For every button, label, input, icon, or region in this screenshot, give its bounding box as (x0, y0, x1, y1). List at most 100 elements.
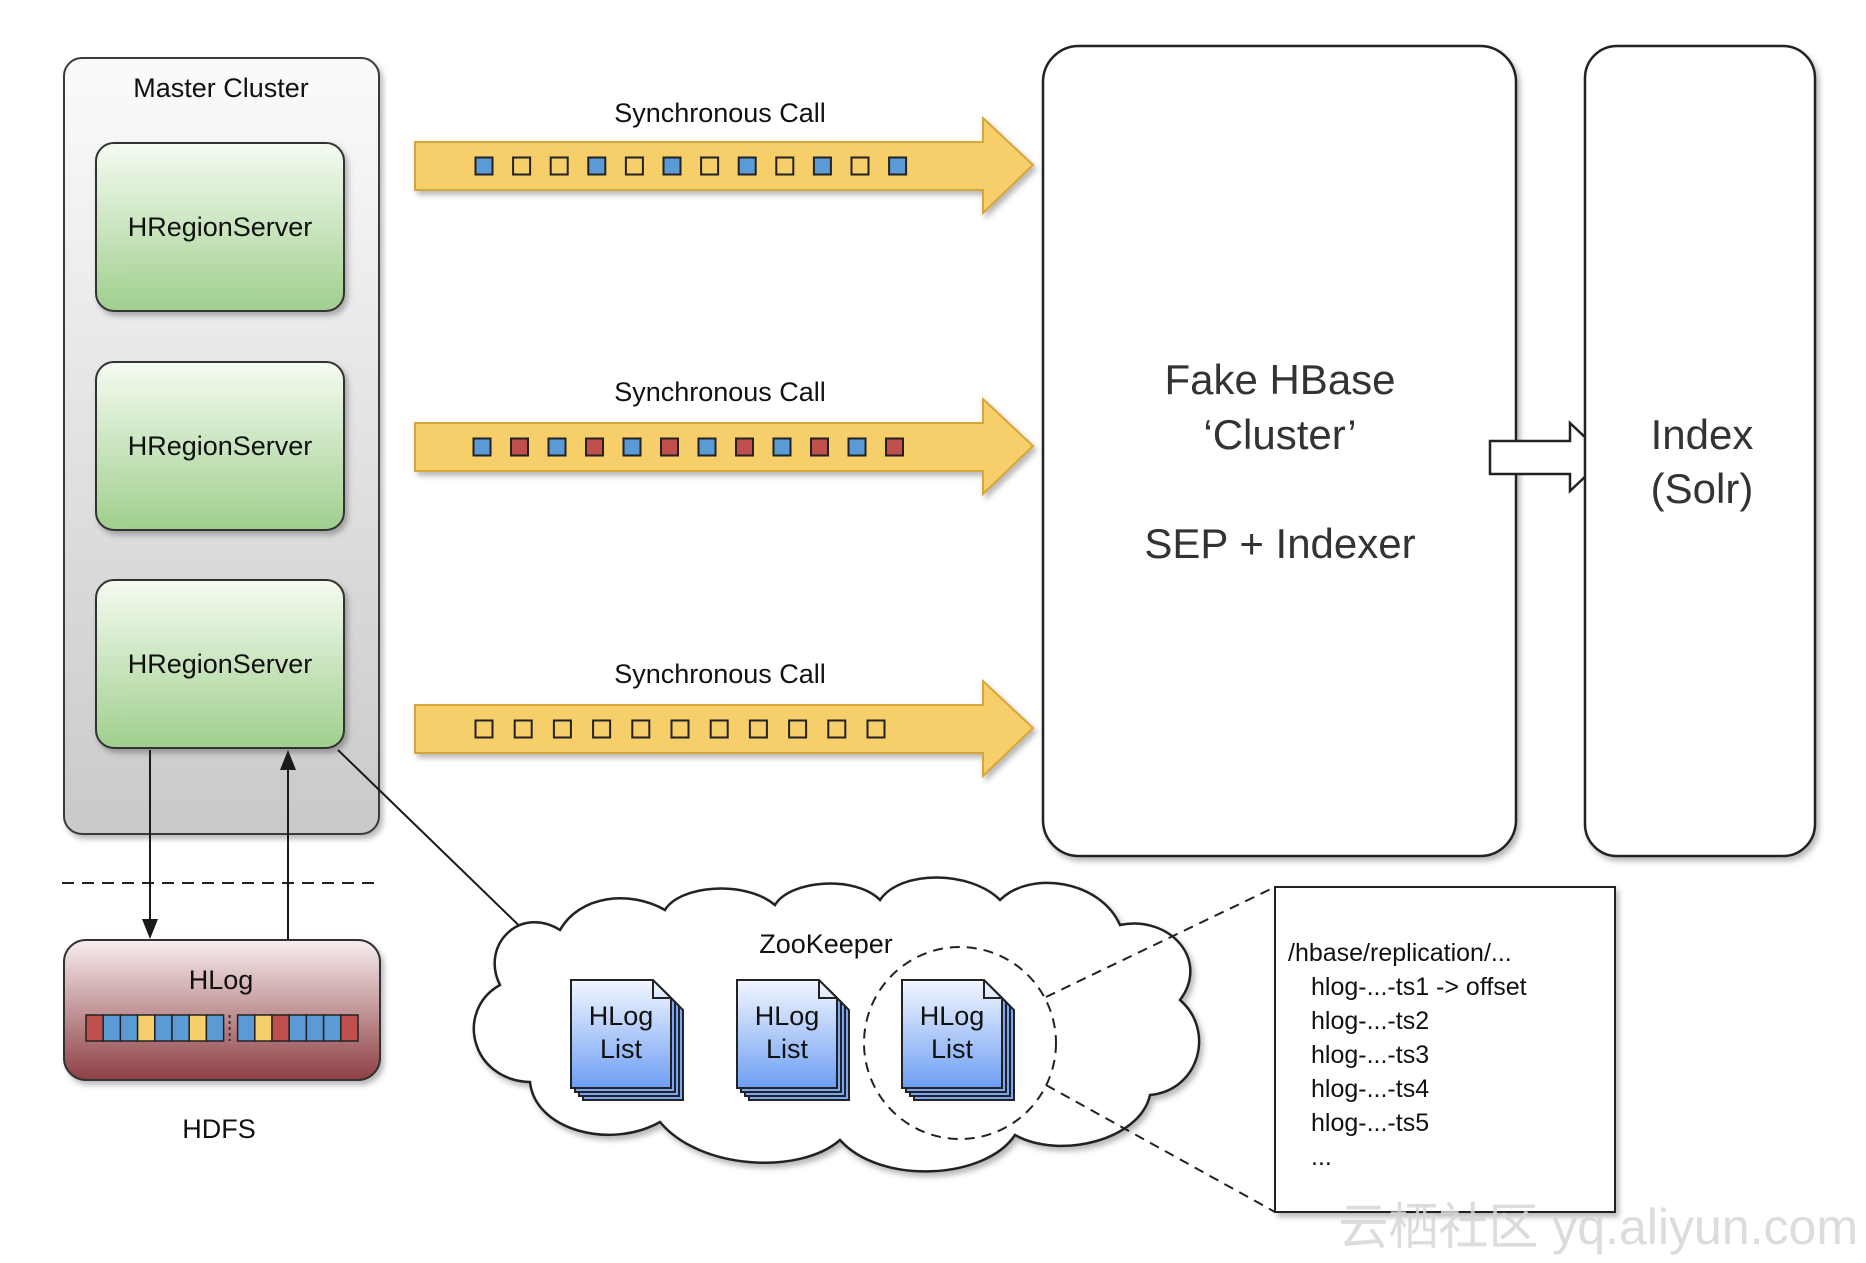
call-entry-square (737, 156, 757, 176)
call-entry-square (624, 156, 644, 176)
synchronous-call-1: Synchronous Call (414, 98, 1035, 216)
call-entry-square (788, 719, 808, 739)
hlog-list-label: List (931, 1034, 974, 1064)
call-entry-square (552, 719, 572, 739)
note-line: hlog-...-ts3 (1311, 1041, 1429, 1069)
hlog-entry-cell (305, 1014, 325, 1042)
hlog-entry-cell (188, 1014, 208, 1042)
hlog-entry-cell (340, 1014, 359, 1042)
call-entry-square (547, 437, 567, 457)
synchronous-call-3: Synchronous Call (414, 659, 1035, 779)
call-entry-square (772, 437, 792, 457)
call-entry-square (810, 437, 829, 457)
call-entry-square (697, 437, 717, 457)
call-entry-square (775, 156, 795, 176)
master-cluster: Master Cluster HRegionServer HRegionServ… (63, 57, 380, 835)
document-front-sheet (901, 979, 1003, 1089)
master-cluster-title: Master Cluster (133, 73, 309, 103)
call-entry-square (812, 156, 832, 176)
document-fold (818, 980, 837, 999)
call-entry-square (549, 156, 569, 176)
note-line: hlog-...-ts5 (1311, 1109, 1429, 1137)
zookeeper-cloud: ZooKeeper HLog List HLog List HLog List (472, 876, 1201, 1173)
call-entry-square (472, 437, 492, 457)
fake-hbase-cluster: Fake HBase ‘Cluster’ SEP + Indexer (1041, 44, 1518, 858)
document-fold (983, 980, 1002, 999)
hlog-list-label: HLog (589, 1001, 654, 1031)
hlog-entry-cell (322, 1014, 342, 1042)
hlog-entry-cell (119, 1014, 139, 1042)
hlog-entry-cell (271, 1014, 290, 1042)
hlog-entry-cell (85, 1014, 104, 1042)
hlog-list-label: HLog (755, 1001, 820, 1031)
call-arrow-shape (414, 115, 1035, 216)
call-entry-square (510, 437, 529, 457)
hlog-entry-cell (288, 1014, 308, 1042)
call-entry-square (622, 437, 642, 457)
hlog-list-label: List (766, 1034, 809, 1064)
synchronous-call-label: Synchronous Call (614, 377, 826, 407)
region-server-2: HRegionServer (95, 361, 345, 531)
hlog-entry-cell (254, 1014, 273, 1042)
index-solr: Index (Solr) (1583, 44, 1817, 858)
hlog-entry-cell (171, 1014, 190, 1042)
synchronous-call-2: Synchronous Call (414, 377, 1035, 497)
region-server-3: HRegionServer (95, 579, 345, 749)
call-entry-square (709, 719, 729, 739)
hlog-list-1: HLog List (570, 979, 684, 1101)
solr-label: (Solr) (1651, 465, 1754, 512)
sep-indexer-label: SEP + Indexer (1144, 520, 1415, 567)
hlog-list-2: HLog List (736, 979, 850, 1101)
call-entry-square (735, 437, 754, 457)
call-entry-square (670, 719, 690, 739)
replication-note: /hbase/replication/... hlog-...-ts1 -> o… (1274, 886, 1616, 1213)
document-fold (652, 980, 671, 999)
hlog-label: HLog (189, 965, 254, 995)
zookeeper-label: ZooKeeper (759, 929, 893, 959)
hlog-entry-cell (102, 1014, 122, 1042)
hlog-entry-cell (136, 1014, 156, 1042)
call-arrow-shape (414, 396, 1035, 497)
note-leader-top (1045, 886, 1276, 998)
call-entry-square (592, 719, 612, 739)
call-entry-square (885, 437, 904, 457)
synchronous-call-arrows: Synchronous Call Synchronous Call Synchr… (414, 98, 1035, 779)
note-line: hlog-...-ts1 -> offset (1311, 973, 1527, 1001)
hlog-list-label: List (600, 1034, 643, 1064)
hdfs-label: HDFS (182, 1114, 256, 1144)
region-server-label: HRegionServer (128, 212, 313, 242)
hlog-list-3: HLog List (901, 979, 1015, 1101)
call-entry-square (847, 437, 867, 457)
hlog-entry-cell (205, 1014, 225, 1042)
hlog-entries-strip (85, 1014, 359, 1042)
call-entry-square (866, 719, 886, 739)
call-entry-square (748, 719, 768, 739)
synchronous-call-label: Synchronous Call (614, 659, 826, 689)
call-entry-square (660, 437, 679, 457)
hdfs-hlog: HLog HDFS (63, 939, 381, 1144)
note-line: ... (1311, 1143, 1332, 1171)
region-server-1: HRegionServer (95, 142, 345, 312)
region-server-label: HRegionServer (128, 431, 313, 461)
call-entry-square (474, 156, 494, 176)
index-label: Index (1651, 411, 1754, 458)
fake-hbase-cluster-label: ‘Cluster’ (1203, 411, 1356, 458)
call-entry-square (512, 156, 532, 176)
call-entry-square (850, 156, 870, 176)
document-front-sheet (570, 979, 672, 1089)
note-line: hlog-...-ts4 (1311, 1075, 1429, 1103)
synchronous-call-label: Synchronous Call (614, 98, 826, 128)
call-entry-square (513, 719, 533, 739)
highlight-circle (863, 946, 1057, 1140)
note-line: /hbase/replication/... (1288, 939, 1512, 967)
call-entry-square (474, 719, 494, 739)
region-server-label: HRegionServer (128, 649, 313, 679)
call-entry-square (662, 156, 682, 176)
hlog-entry-cell (236, 1014, 256, 1042)
call-entry-square (585, 437, 604, 457)
call-entry-square (700, 156, 720, 176)
note-leader-bottom (1045, 1084, 1276, 1213)
call-entry-square (888, 156, 908, 176)
